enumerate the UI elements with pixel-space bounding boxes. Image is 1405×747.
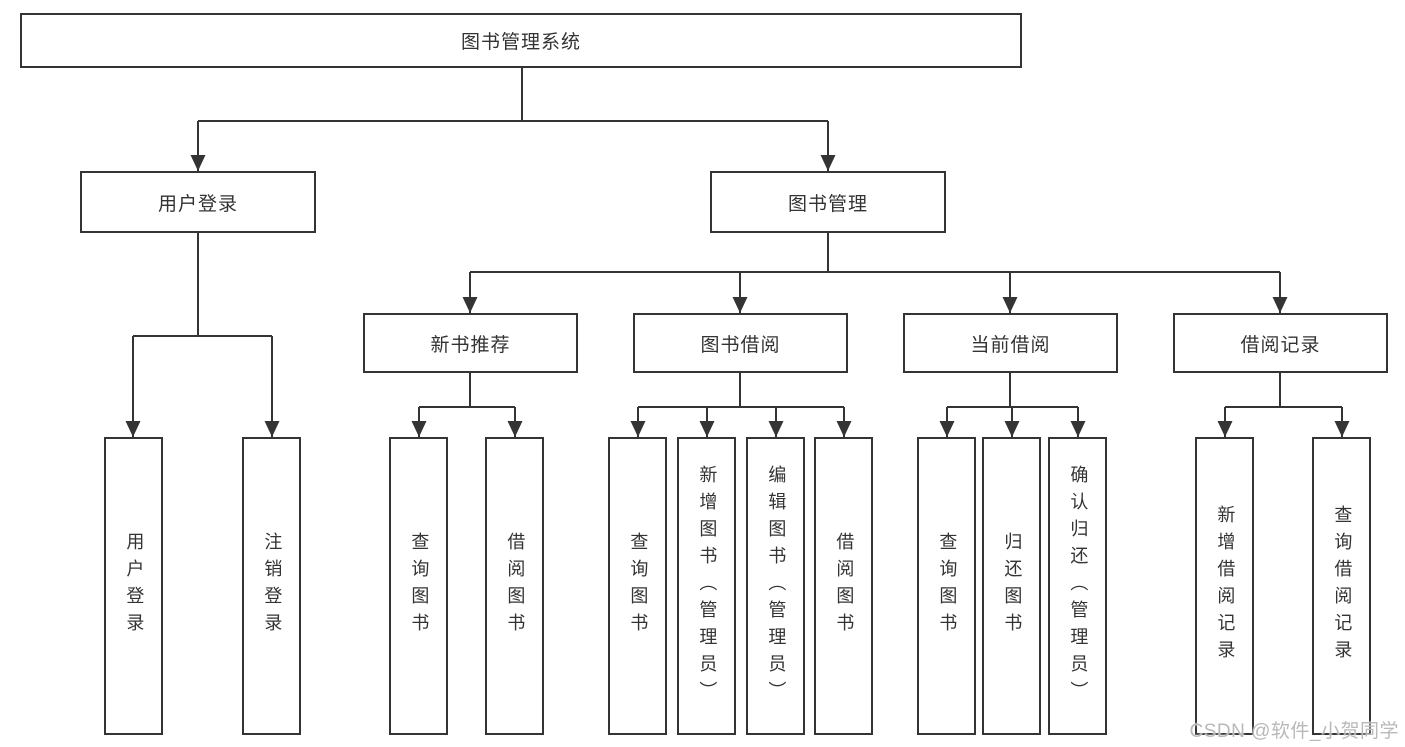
- leaf-edit-book-admin: 编辑图书（管理员）: [746, 437, 805, 735]
- leaf-borrow-books-2: 借阅图书: [814, 437, 873, 735]
- node-book-borrow: 图书借阅: [633, 313, 848, 373]
- leaf-user-login-label: 用户登录: [124, 532, 145, 640]
- connector-newbook-bar: [419, 373, 515, 408]
- leaf-user-login: 用户登录: [104, 437, 163, 735]
- leaf-add-borrow-record-label: 新增借阅记录: [1215, 505, 1236, 667]
- connector-bookmgmt-bar: [470, 233, 1280, 273]
- leaf-query-books-1-label: 查询图书: [409, 532, 430, 640]
- node-new-book-recommend: 新书推荐: [363, 313, 578, 373]
- node-user-login: 用户登录: [80, 171, 316, 233]
- watermark: CSDN @软件_小贺同学: [1189, 721, 1399, 742]
- node-book-management: 图书管理: [710, 171, 946, 233]
- leaf-query-books-1: 查询图书: [389, 437, 448, 735]
- leaf-borrow-books-1-label: 借阅图书: [505, 532, 526, 640]
- leaf-query-borrow-record: 查询借阅记录: [1312, 437, 1371, 735]
- leaf-return-books: 归还图书: [982, 437, 1041, 735]
- leaf-query-books-2: 查询图书: [608, 437, 667, 735]
- connector-bookborrow-bar: [638, 373, 844, 408]
- leaf-logout-label: 注销登录: [262, 532, 283, 640]
- connector-userlogin-bar: [133, 233, 272, 337]
- leaf-logout: 注销登录: [242, 437, 301, 735]
- leaf-query-books-2-label: 查询图书: [628, 532, 649, 640]
- connector-currentborrow-bar: [947, 373, 1078, 408]
- leaf-query-books-3: 查询图书: [917, 437, 976, 735]
- leaf-add-book-admin-label: 新增图书（管理员）: [697, 464, 718, 708]
- leaf-return-books-label: 归还图书: [1002, 532, 1023, 640]
- leaf-confirm-return-admin: 确认归还（管理员）: [1048, 437, 1107, 735]
- leaf-borrow-books-1: 借阅图书: [485, 437, 544, 735]
- connector-records-bar: [1225, 373, 1342, 408]
- connector-root-bar: [198, 68, 828, 122]
- leaf-edit-book-admin-label: 编辑图书（管理员）: [766, 464, 787, 708]
- leaf-query-books-3-label: 查询图书: [937, 532, 958, 640]
- node-current-borrow: 当前借阅: [903, 313, 1118, 373]
- leaf-add-borrow-record: 新增借阅记录: [1195, 437, 1254, 735]
- node-borrow-records: 借阅记录: [1173, 313, 1388, 373]
- node-library-system: 图书管理系统: [20, 13, 1022, 68]
- leaf-add-book-admin: 新增图书（管理员）: [677, 437, 736, 735]
- leaf-borrow-books-2-label: 借阅图书: [834, 532, 855, 640]
- leaf-confirm-return-admin-label: 确认归还（管理员）: [1068, 464, 1089, 708]
- leaf-query-borrow-record-label: 查询借阅记录: [1332, 505, 1353, 667]
